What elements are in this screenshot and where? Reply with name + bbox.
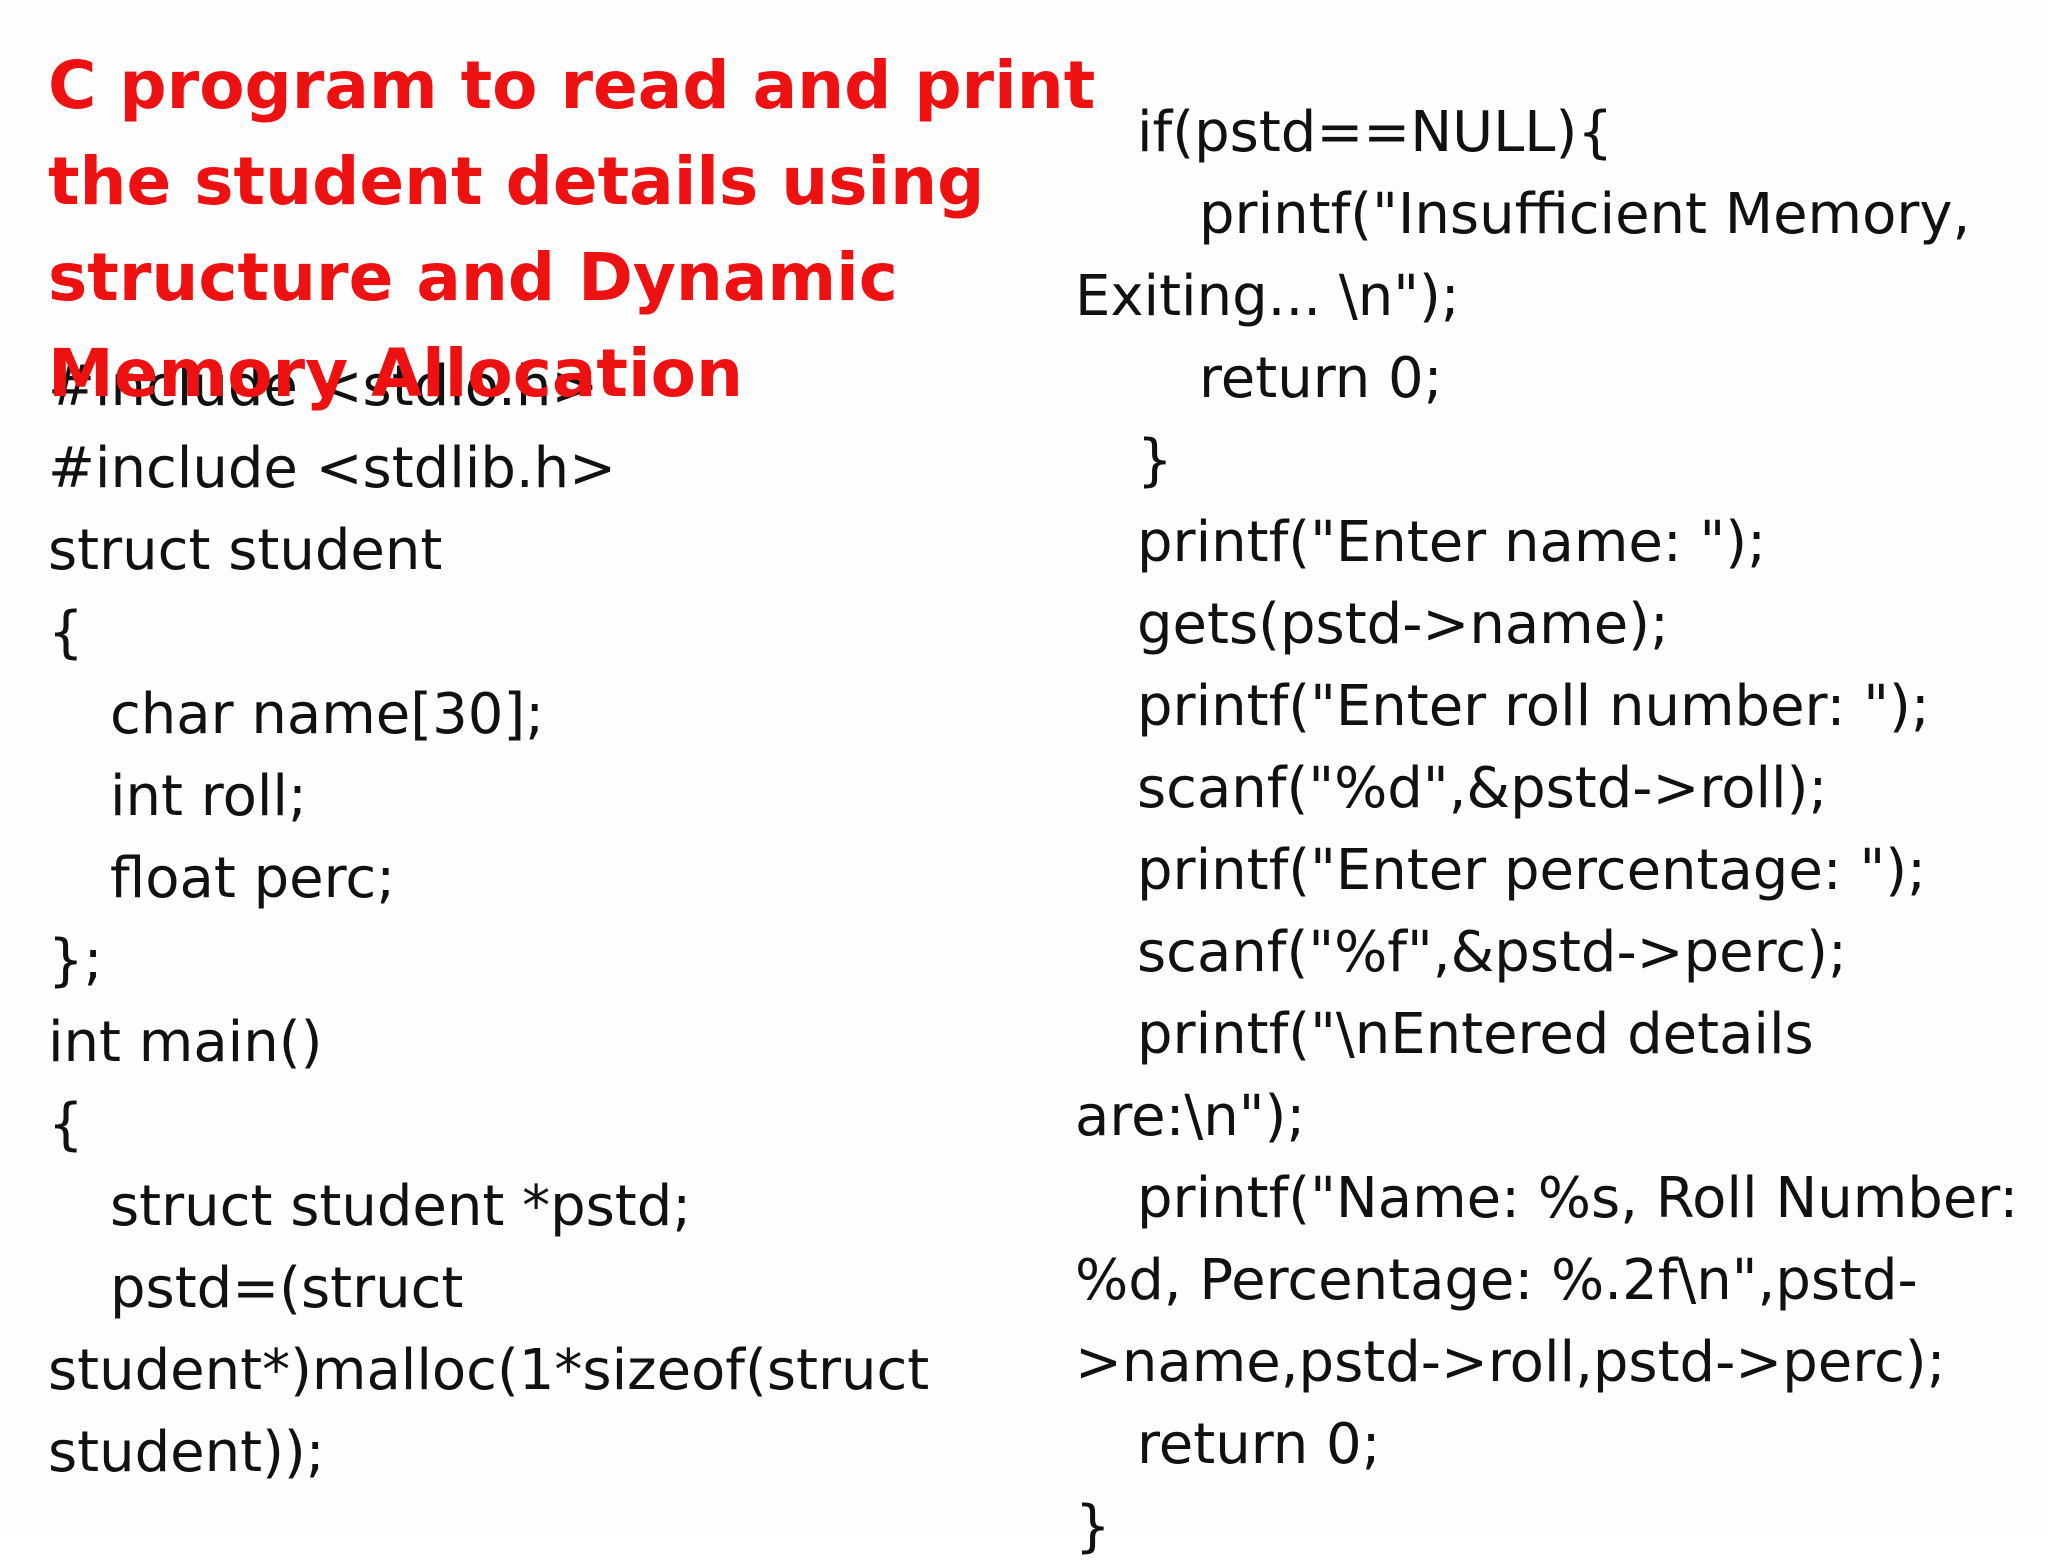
code-line: } [1075,1494,1111,1559]
code-line: char name[30]; [110,682,545,747]
code-line: scanf("%f",&pstd->perc); [1137,920,1847,985]
code-line: student)); [48,1420,325,1485]
title-line: Memory Allocation [48,335,743,412]
code-line: printf("Enter roll number: "); [1137,674,1930,739]
code-line: return 0; [1137,1412,1381,1477]
code-line: struct student *pstd; [110,1174,692,1239]
code-line: Exiting... \n"); [1075,264,1460,329]
code-line: } [1137,428,1173,493]
code-line: student*)malloc(1*sizeof(struct [48,1338,930,1403]
code-line: struct student [48,518,443,583]
code-line: printf("\nEntered details [1137,1002,1814,1067]
code-line: #include <stdlib.h> [48,436,617,501]
code-line: printf("Enter name: "); [1137,510,1766,575]
title-line: structure and Dynamic [48,239,898,316]
title-line: C program to read and print [48,47,1096,124]
code-line: { [48,1092,84,1157]
code-line: >name,pstd->roll,pstd->perc); [1075,1330,1946,1395]
slide: C program to read and print the student … [48,38,2019,1559]
code-line: are:\n"); [1075,1084,1306,1149]
code-line: return 0; [1199,346,1443,411]
code-line: printf("Insufficient Memory, [1199,182,1971,247]
code-block-right: if(pstd==NULL){ printf("Insufficient Mem… [1075,92,2035,1568]
code-line: }; [48,928,103,993]
code-line: { [48,600,84,665]
title-line: the student details using [48,143,985,220]
code-line: printf("Enter percentage: "); [1137,838,1926,903]
code-line: if(pstd==NULL){ [1137,100,1613,165]
code-line: int roll; [110,764,307,829]
code-line: scanf("%d",&pstd->roll); [1137,756,1828,821]
code-line: gets(pstd->name); [1137,592,1669,657]
code-line: %d, Percentage: %.2f\n",pstd- [1075,1248,1918,1313]
slide-title: C program to read and print the student … [48,38,1096,422]
code-line: float perc; [110,846,396,911]
code-line: pstd=(struct [110,1256,464,1321]
code-line: #include <stdio.h> [48,354,599,419]
code-block-left: #include <stdio.h> #include <stdlib.h> s… [48,346,1008,1494]
code-line: int main() [48,1010,323,1075]
code-line: printf("Name: %s, Roll Number: [1137,1166,2019,1231]
